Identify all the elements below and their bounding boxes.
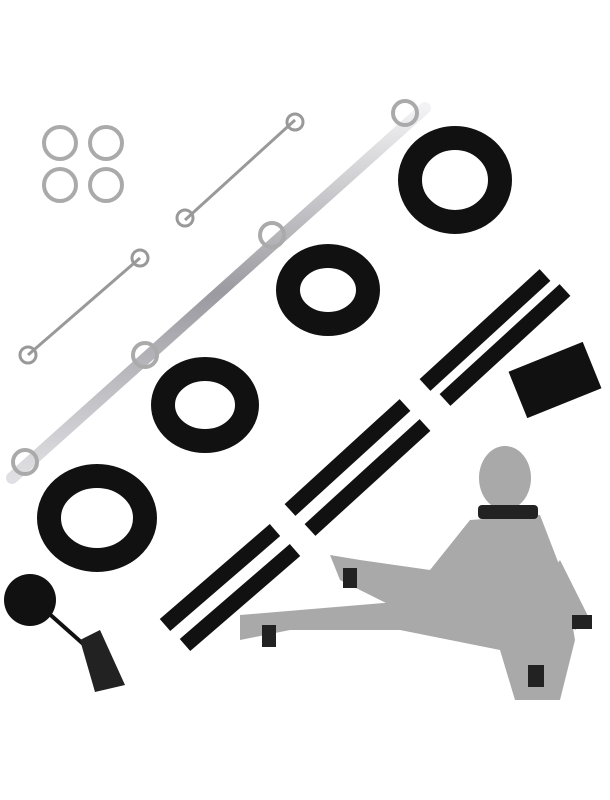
blindfold — [508, 341, 602, 419]
o-ring — [88, 167, 124, 203]
o-ring — [42, 167, 78, 203]
cuff — [276, 244, 380, 336]
model-restraints — [262, 505, 592, 687]
spreader-bar — [6, 102, 431, 484]
model-silhouette — [240, 446, 590, 700]
o-ring — [88, 125, 124, 161]
straps — [159, 269, 571, 652]
paddle — [80, 630, 125, 692]
cuff — [37, 464, 157, 572]
bar-rings — [11, 99, 419, 476]
cuff — [398, 126, 512, 234]
chain-bottom — [18, 248, 150, 365]
cuffs — [37, 126, 512, 572]
feather-tickler — [4, 574, 56, 626]
chain-top — [175, 112, 305, 228]
o-rings — [42, 125, 124, 203]
cuff — [151, 357, 259, 453]
o-ring — [42, 125, 78, 161]
